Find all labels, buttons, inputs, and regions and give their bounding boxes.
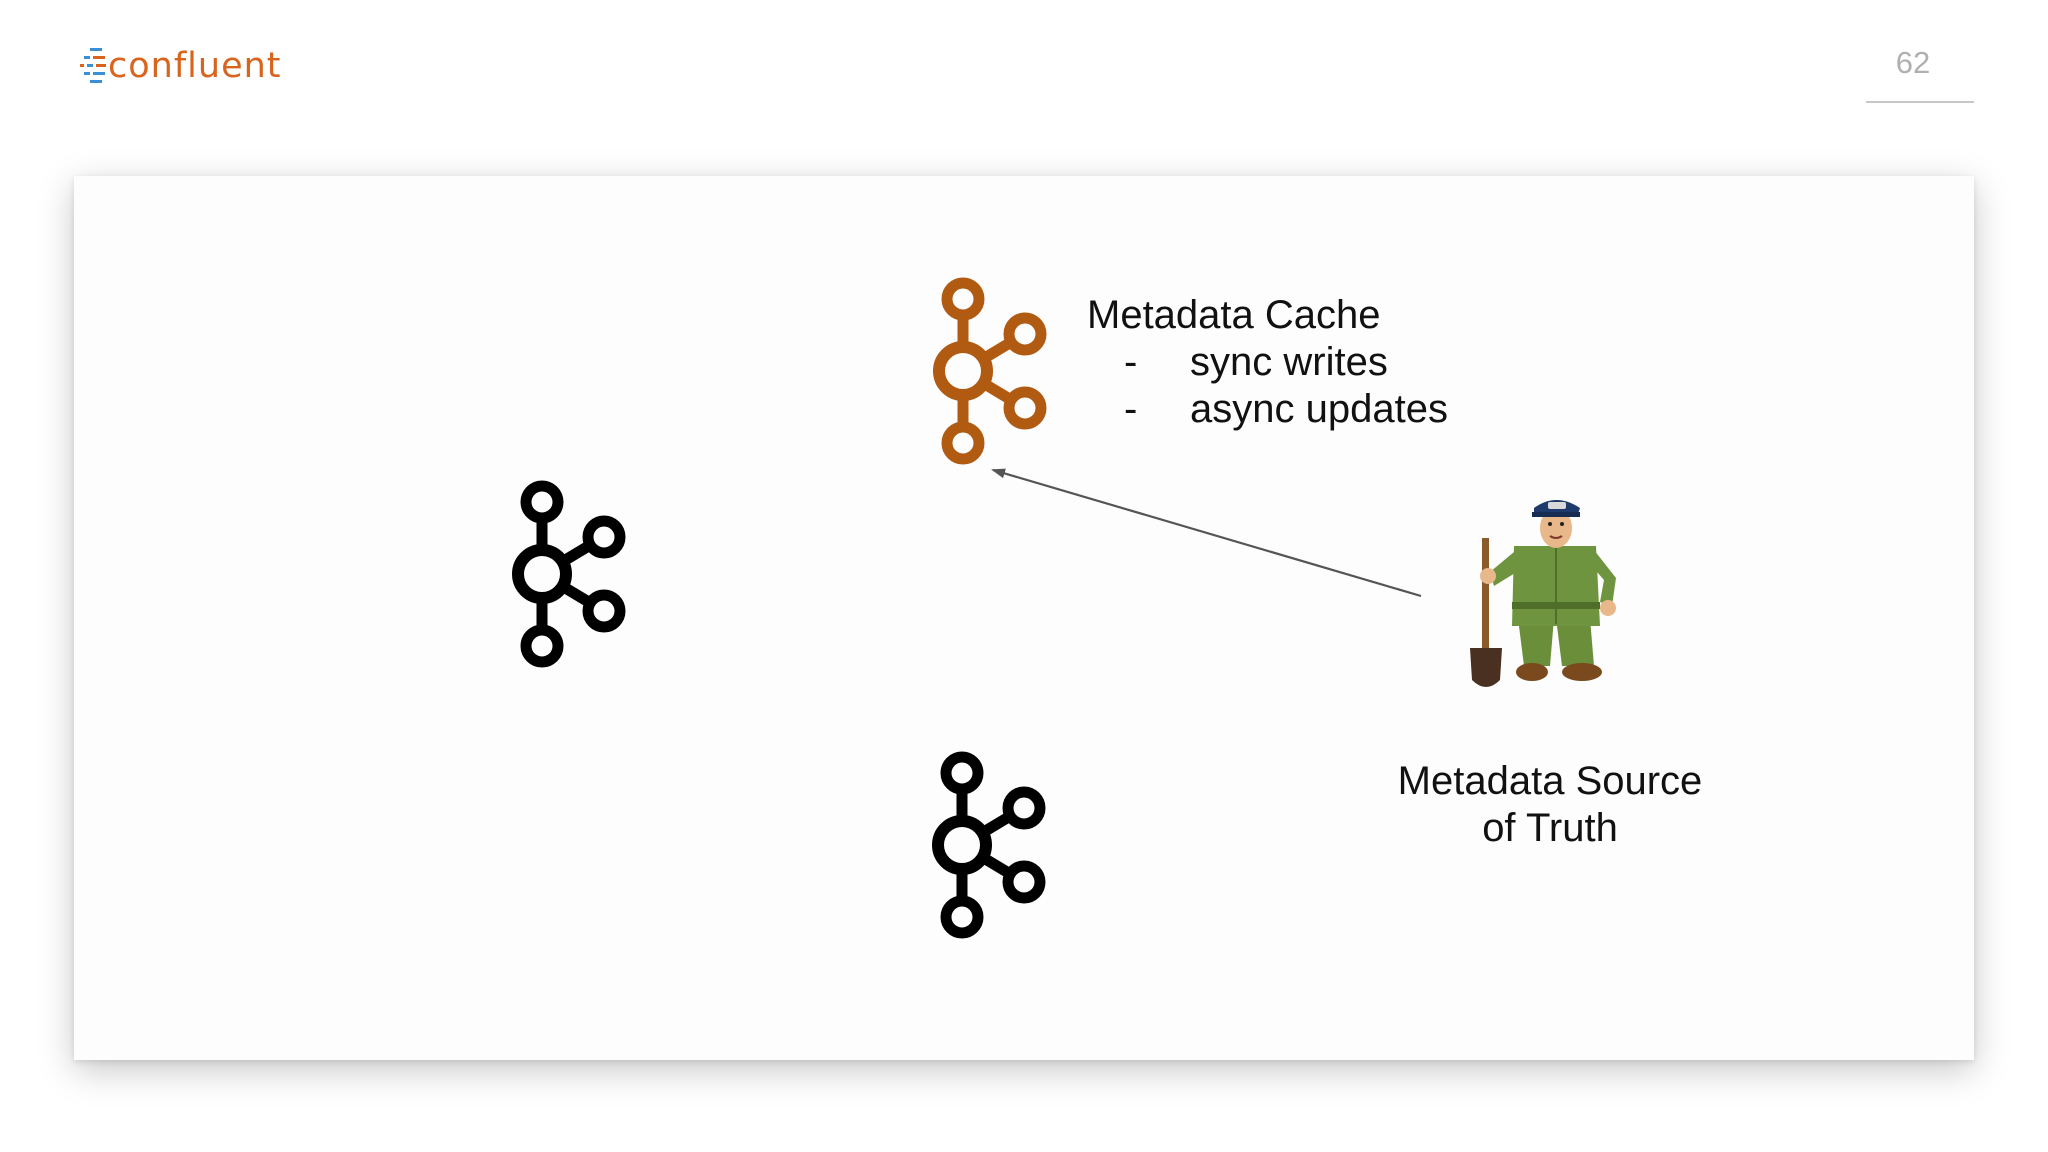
sync-arrow	[991, 468, 1422, 598]
bullet-dash: -	[1124, 387, 1138, 431]
zookeeper-mascot-icon	[1470, 500, 1616, 687]
cache-item-async-updates: async updates	[1190, 387, 1448, 431]
broker-bottom-kafka-icon	[938, 757, 1040, 933]
logo-wordmark: confluent	[108, 46, 282, 86]
cache-item-sync-writes: sync writes	[1190, 340, 1388, 384]
metadata-cache-kafka-icon	[939, 283, 1041, 459]
metadata-cache-title: Metadata Cache	[1087, 293, 1381, 337]
metadata-source-label: Metadata Source of Truth	[1380, 758, 1720, 852]
confluent-logo: confluent	[80, 42, 300, 90]
broker-left-kafka-icon	[518, 486, 620, 662]
bullet-dash: -	[1124, 340, 1138, 384]
metadata-source-label-line2: of Truth	[1482, 806, 1618, 850]
confluent-mark-icon	[80, 48, 106, 83]
page-number: 62	[1895, 45, 1931, 80]
page-number-underline	[1866, 101, 1974, 103]
metadata-source-label-line1: Metadata Source	[1397, 759, 1703, 803]
